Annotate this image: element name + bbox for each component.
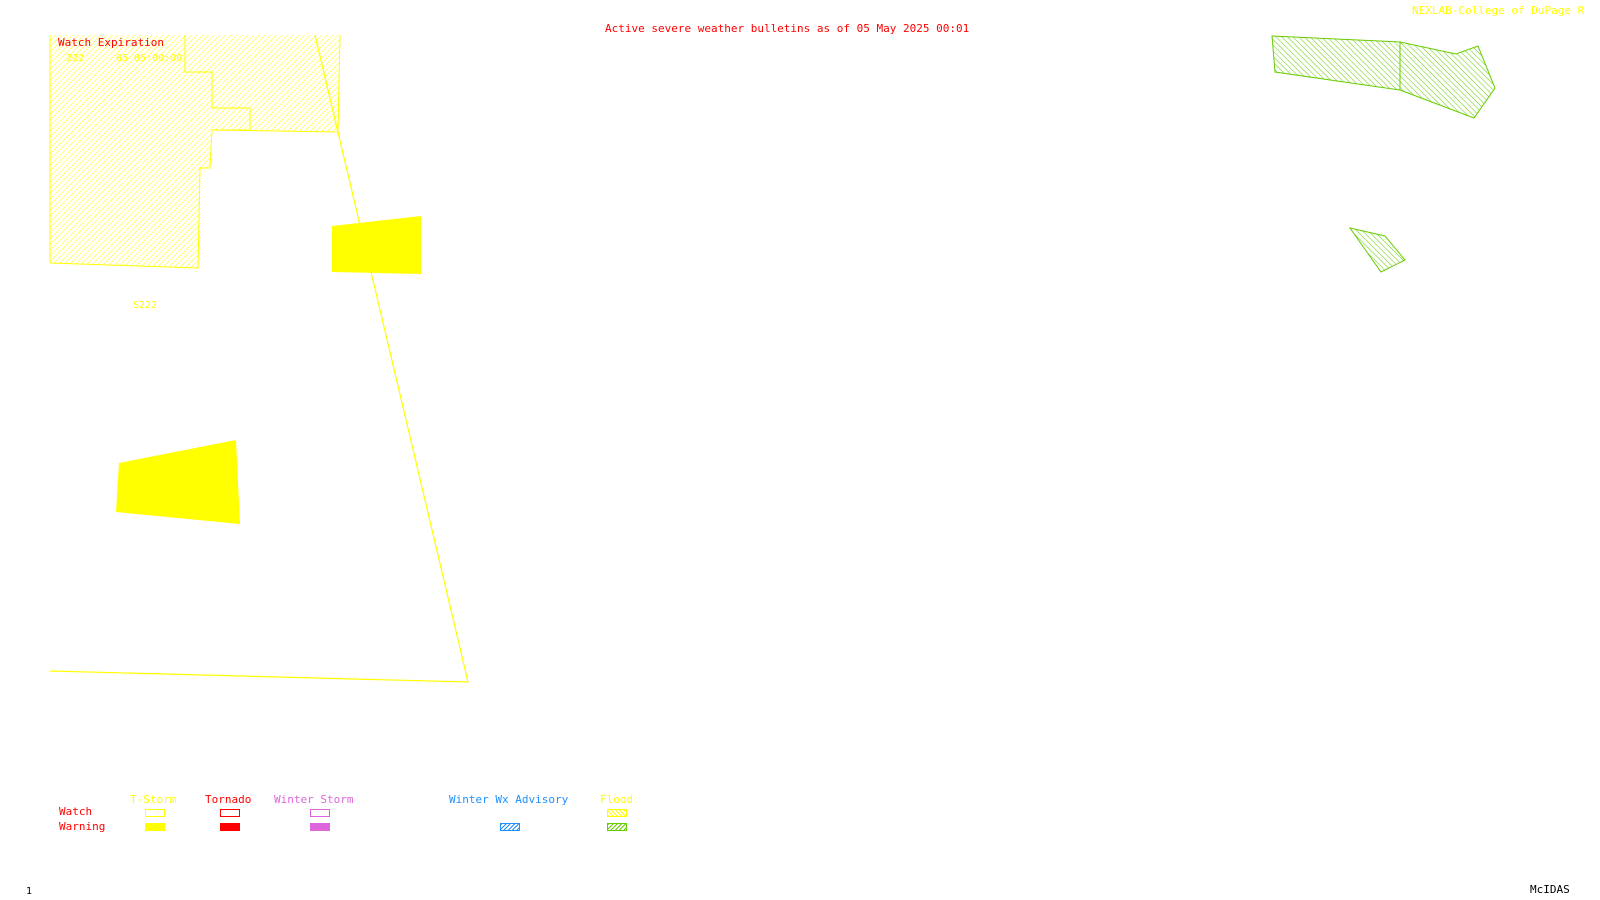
bulletin-title: Active severe weather bulletins as of 05…: [605, 22, 970, 35]
frame-number: 1: [26, 886, 33, 897]
legend-tstorm-heading: T-Storm: [130, 793, 177, 806]
flood-warning-area: [1348, 227, 1406, 273]
legend-winter-storm-heading: Winter Storm: [274, 793, 354, 806]
software-label: McIDAS: [1530, 883, 1570, 896]
legend-flood-watch-swatch: [607, 809, 627, 817]
legend-tornado-warning-swatch: [220, 823, 240, 831]
legend-winter-advisory-heading: Winter Wx Advisory: [449, 793, 569, 806]
watch-expiration-time: 05 05:00:00: [116, 53, 183, 64]
legend-winter-storm-warning-swatch: [310, 823, 330, 831]
tstorm-warning-area: [116, 440, 240, 524]
legend-tornado-heading: Tornado: [205, 793, 252, 806]
watch-expiration-heading: Watch Expiration: [58, 36, 164, 49]
legend-winter-storm-watch-swatch: [310, 809, 330, 817]
legend-watch-label: Watch: [59, 805, 93, 818]
legend-flood-warning-swatch: [607, 823, 627, 831]
flood-watch-outline: [337, 34, 341, 133]
legend-tstorm-warning-swatch: [145, 823, 165, 831]
watch-number: 222: [66, 53, 85, 64]
legend-winter-advisory-swatch: [500, 823, 520, 831]
legend-tornado-watch-swatch: [220, 809, 240, 817]
flood-warning-area: [1271, 35, 1401, 91]
source-credit: NEXLAB-College of DuPage R: [1412, 5, 1585, 17]
tstorm-warning-area: [332, 216, 421, 274]
flood-warning-area: [1399, 41, 1496, 119]
legend-flood-heading: Flood: [600, 793, 634, 806]
watch-area-label: S222: [133, 300, 158, 311]
legend-warning-label: Warning: [59, 820, 106, 833]
flood-watch-outline: [49, 35, 251, 269]
flood-watch-area: [50, 35, 340, 268]
flood-watch-outline: [211, 129, 339, 133]
legend-tstorm-watch-swatch: [145, 809, 165, 817]
